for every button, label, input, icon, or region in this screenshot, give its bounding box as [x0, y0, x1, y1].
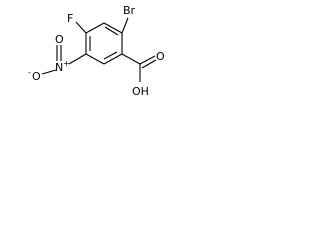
- carbonyl-double-bond-b: [141, 59, 157, 69]
- bond-to-fluorine: [75, 21, 87, 34]
- ring-bond-2: [103, 22, 123, 34]
- ring-bond-4: [103, 53, 123, 65]
- nitro-oxygen-single-label: O: [32, 70, 41, 83]
- bond-to-bromine: [121, 17, 129, 34]
- structure-canvas: Br F N + O O - O OH: [0, 0, 182, 113]
- nitro-charge-plus: +: [63, 59, 70, 68]
- bond-to-carboxyl-carbon: [121, 53, 141, 65]
- ring-bond-1: [85, 22, 105, 34]
- nitro-oxygen-double-label: O: [55, 33, 64, 46]
- hydroxyl-label: OH: [132, 85, 149, 98]
- nitro-nitrogen-label: N: [55, 61, 63, 74]
- nitro-charge-minus: -: [28, 68, 31, 77]
- molecule-structure: Br F N + O O - O OH: [28, 4, 165, 98]
- fluorine-label: F: [67, 12, 73, 25]
- ring-bond-5: [85, 53, 105, 65]
- carbonyl-oxygen-label: O: [156, 50, 165, 63]
- bromine-label: Br: [123, 4, 136, 17]
- carbonyl-double-bond-a: [139, 55, 156, 65]
- ring-double-bond-1: [104, 26, 119, 36]
- ring-double-bond-2: [103, 51, 118, 60]
- nitro-bond-to-oxygen-left: [41, 69, 57, 75]
- bond-to-nitro: [68, 53, 87, 65]
